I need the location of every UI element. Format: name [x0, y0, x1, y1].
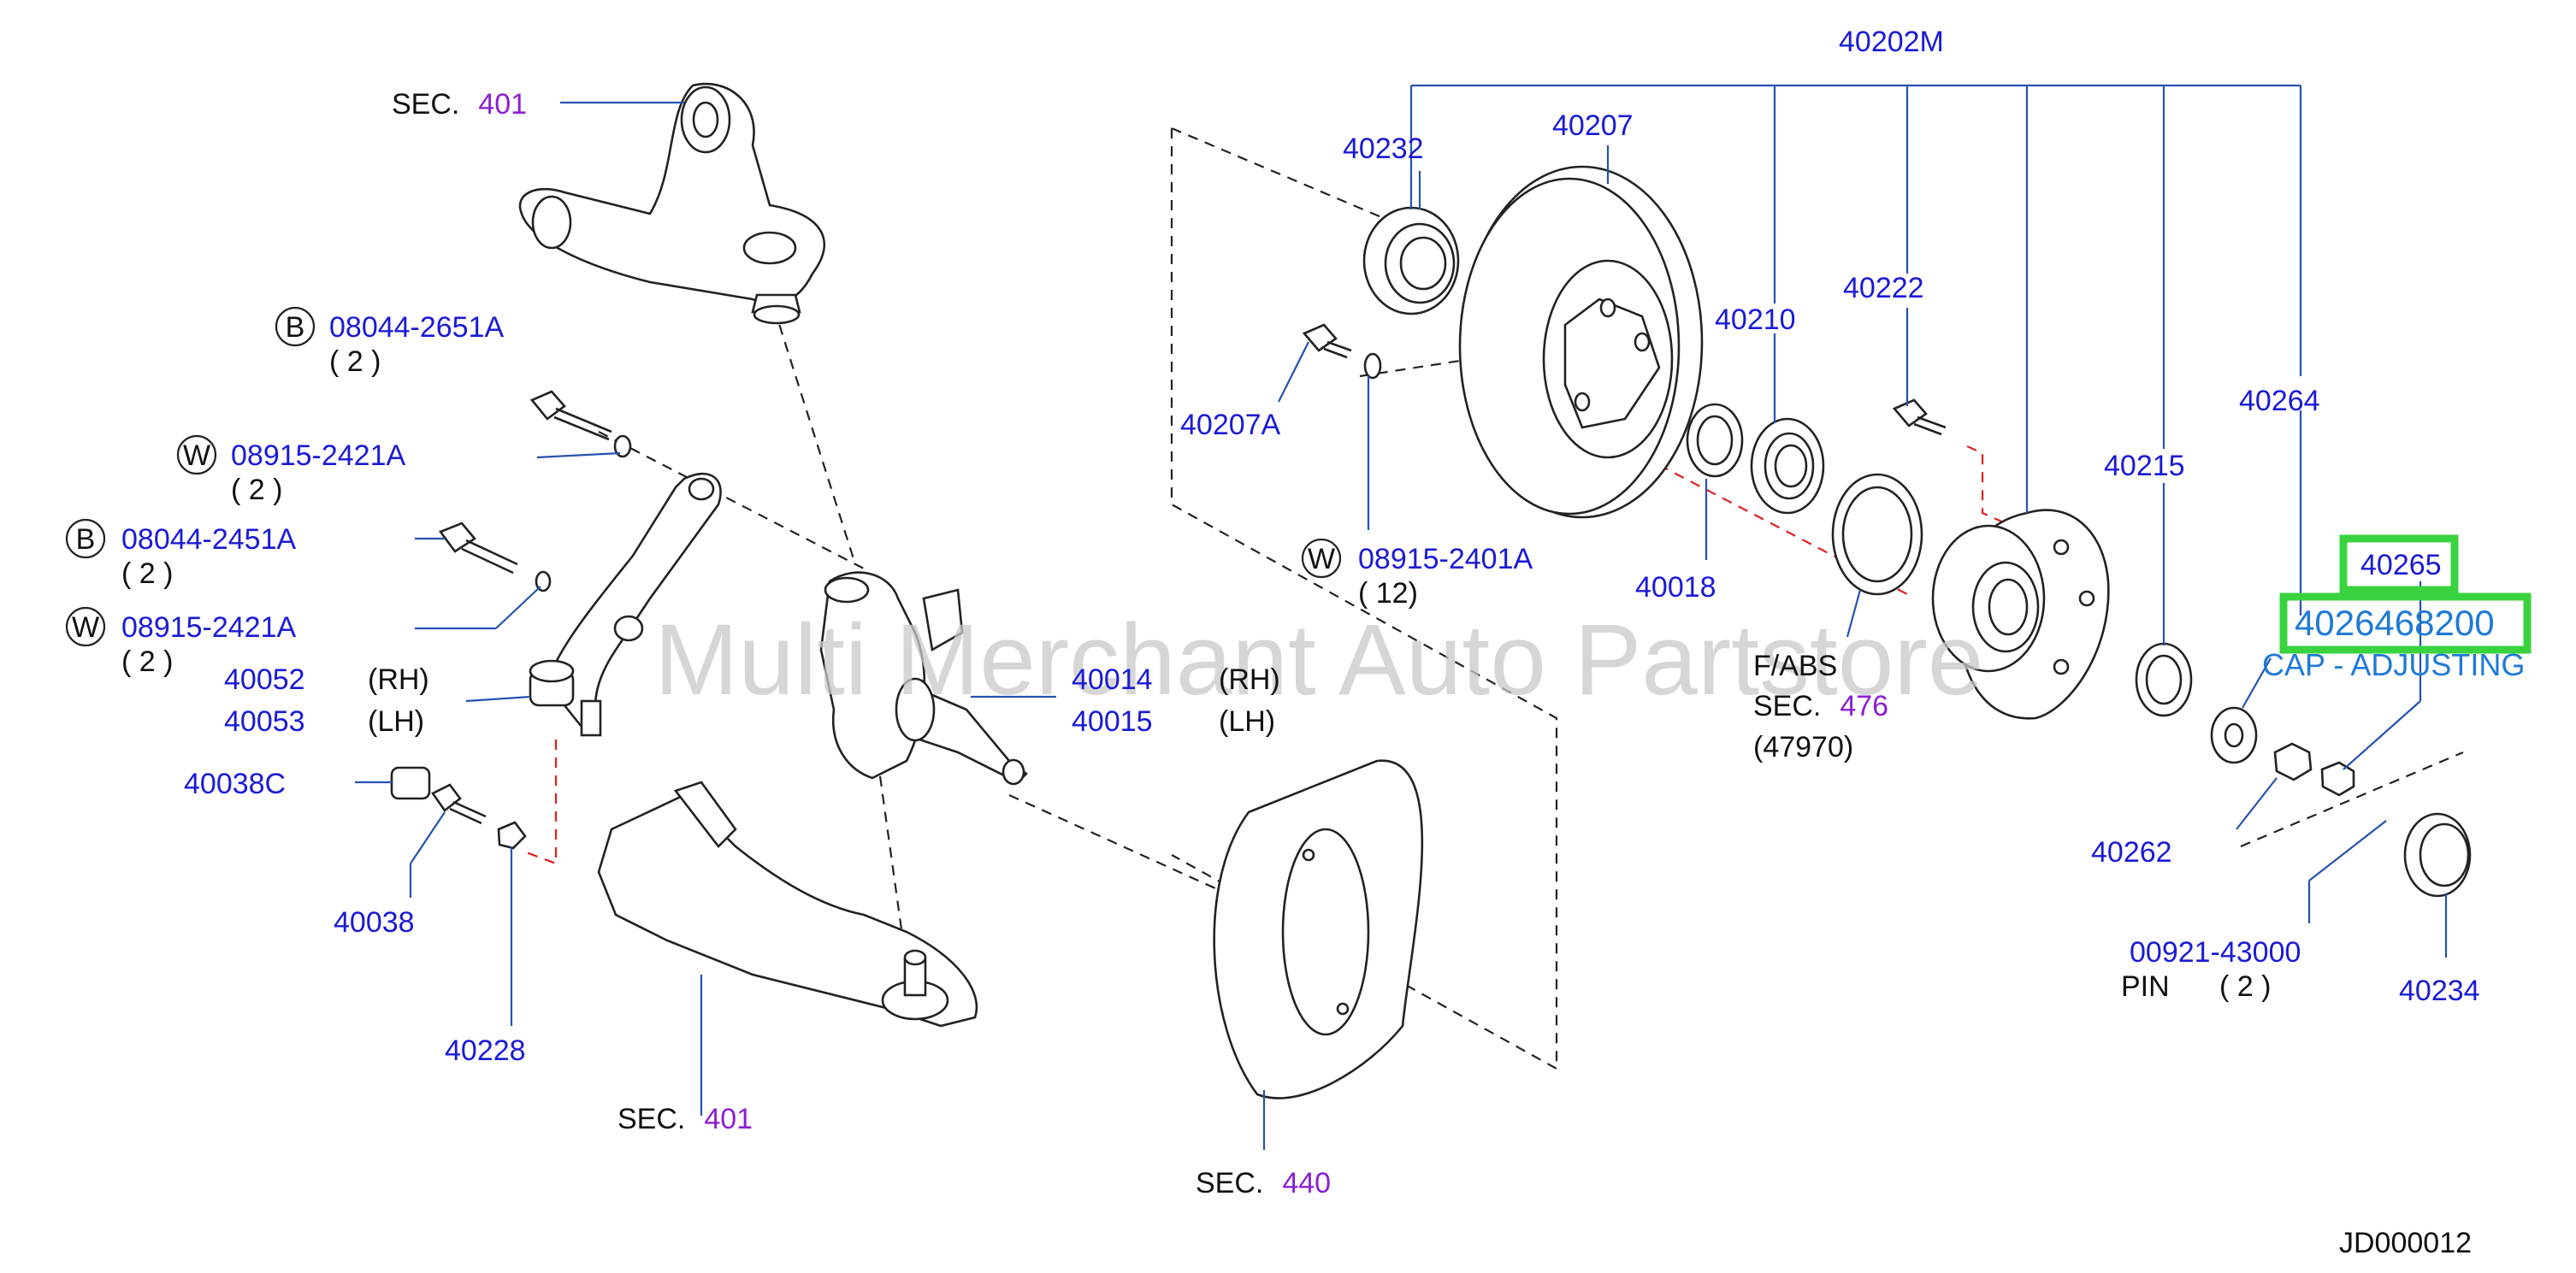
part-40232-label[interactable]: 40232 [1343, 133, 1424, 165]
part-name: PIN [2121, 970, 2170, 1003]
sec-476-sub: (47970) [1753, 731, 1853, 763]
part-40228-label[interactable]: 40228 [445, 1034, 526, 1067]
highlight-box [2279, 592, 2532, 654]
part-qty: ( 2 ) [121, 557, 173, 590]
highlight-40265[interactable]: 40265 [2339, 534, 2459, 594]
side-lh: (LH) [1219, 705, 1275, 738]
part-qty: ( 2 ) [329, 345, 381, 378]
hub-assembly [1931, 509, 2110, 720]
watermark: Multi Merchant Auto Partstore [654, 604, 1983, 716]
oil-seal-40232 [1362, 206, 1460, 315]
part-40038-label[interactable]: 40038 [334, 906, 415, 939]
part-40264-label[interactable]: 40264 [2239, 385, 2320, 417]
dust-shield [1213, 759, 1424, 1099]
side-lh: (LH) [368, 705, 424, 738]
part-code: 00921-43000 [2130, 936, 2301, 969]
bolt-40207A [1302, 323, 1382, 380]
leader-lines [355, 84, 2448, 1150]
part-qty: ( 2 ) [231, 474, 282, 506]
bolt-08044-2451A-callout[interactable]: B 08044-2451A ( 2 ) [65, 518, 297, 590]
badge-letter: B [286, 311, 305, 344]
fabs-label: F/ABS [1753, 650, 1837, 682]
pin-00921-43000-callout[interactable]: 00921-43000 PIN ( 2 ) [2121, 936, 2301, 1003]
outer-hardware [2135, 642, 2472, 898]
side-rh: (RH) [368, 663, 429, 696]
part-40202M-label[interactable]: 40202M [1839, 26, 1944, 58]
badge-letter: W [1308, 543, 1335, 575]
part-code-40052: 40052 [224, 663, 305, 696]
part-code: 08044-2451A [121, 523, 297, 556]
part-40052-40053-callout[interactable]: 40052 (RH) 40053 (LH) [224, 663, 429, 738]
highlight-box [2339, 534, 2459, 594]
part-code: 08915-2401A [1358, 543, 1533, 575]
part-40262-label[interactable]: 40262 [2091, 836, 2172, 869]
part-code-40053: 40053 [224, 705, 305, 738]
brake-rotor [1458, 165, 1704, 519]
bracket-40052 [529, 472, 722, 737]
sec-476-callout: F/ABS SEC.476 (47970) [1753, 650, 1888, 763]
part-code: 08915-2421A [121, 611, 297, 644]
bolt-badge-icon [275, 306, 316, 347]
part-40014-40015-callout[interactable]: 40014 (RH) 40015 (LH) [1072, 663, 1280, 738]
badge-letter: W [72, 611, 99, 644]
lower-control-arm [597, 781, 978, 1028]
steering-knuckle [819, 571, 1028, 786]
part-40234-label[interactable]: 40234 [2399, 975, 2480, 1007]
diagram-id: JD000012 [2339, 1227, 2472, 1259]
badge-letter: W [183, 439, 210, 472]
badge-letter: B [76, 523, 96, 556]
bolt-badge-icon [65, 518, 106, 559]
part-qty: ( 2 ) [121, 645, 173, 678]
bearings-inner [1686, 403, 1825, 515]
hub-bolt-40222 [1892, 398, 1947, 436]
sec-401-top-label: SEC.401 [392, 88, 527, 121]
washer-badge-icon [1301, 538, 1342, 579]
part-qty: ( 12) [1358, 577, 1418, 610]
washer-08915-2401A-callout[interactable]: W 08915-2401A ( 12) [1301, 538, 1533, 610]
sec-440-label: SEC.440 [1196, 1167, 1331, 1199]
washer-badge-icon [65, 606, 106, 647]
part-40207A-label[interactable]: 40207A [1180, 409, 1281, 441]
washer-08915-2421A-callout-b[interactable]: W 08915-2421A ( 2 ) [65, 606, 297, 678]
part-40207-label[interactable]: 40207 [1552, 109, 1634, 142]
part-40210-label[interactable]: 40210 [1715, 304, 1796, 336]
side-rh: (RH) [1219, 663, 1280, 696]
part-qty: ( 2 ) [2219, 970, 2271, 1003]
part-code: 08044-2651A [329, 311, 505, 344]
upper-control-arm [518, 82, 826, 325]
abs-sensor-ring [1831, 473, 1923, 596]
part-code-40014: 40014 [1072, 663, 1153, 696]
part-code-40015: 40015 [1072, 705, 1153, 738]
washer-badge-icon [176, 434, 217, 475]
highlight-part-number: 4026468200 [2295, 603, 2495, 643]
bolt-08044-2651A-callout[interactable]: B 08044-2651A ( 2 ) [275, 306, 505, 378]
part-40018-label[interactable]: 40018 [1635, 571, 1716, 604]
sec-401-bottom-label: SEC.401 [617, 1103, 753, 1135]
part-40265-label: 40265 [2360, 549, 2442, 581]
part-40038C-label[interactable]: 40038C [184, 768, 286, 800]
highlight-part-description: CAP - ADJUSTING [2262, 647, 2525, 682]
part-40215-label[interactable]: 40215 [2104, 450, 2185, 482]
highlight-4026468200[interactable]: 4026468200 [2279, 592, 2532, 654]
part-40222-label[interactable]: 40222 [1843, 272, 1924, 304]
washer-08915-2421A-callout-a[interactable]: W 08915-2421A ( 2 ) [176, 434, 406, 506]
part-code: 08915-2421A [231, 439, 406, 472]
sec-476-label: SEC.476 [1753, 690, 1888, 722]
left-fasteners [390, 390, 632, 850]
